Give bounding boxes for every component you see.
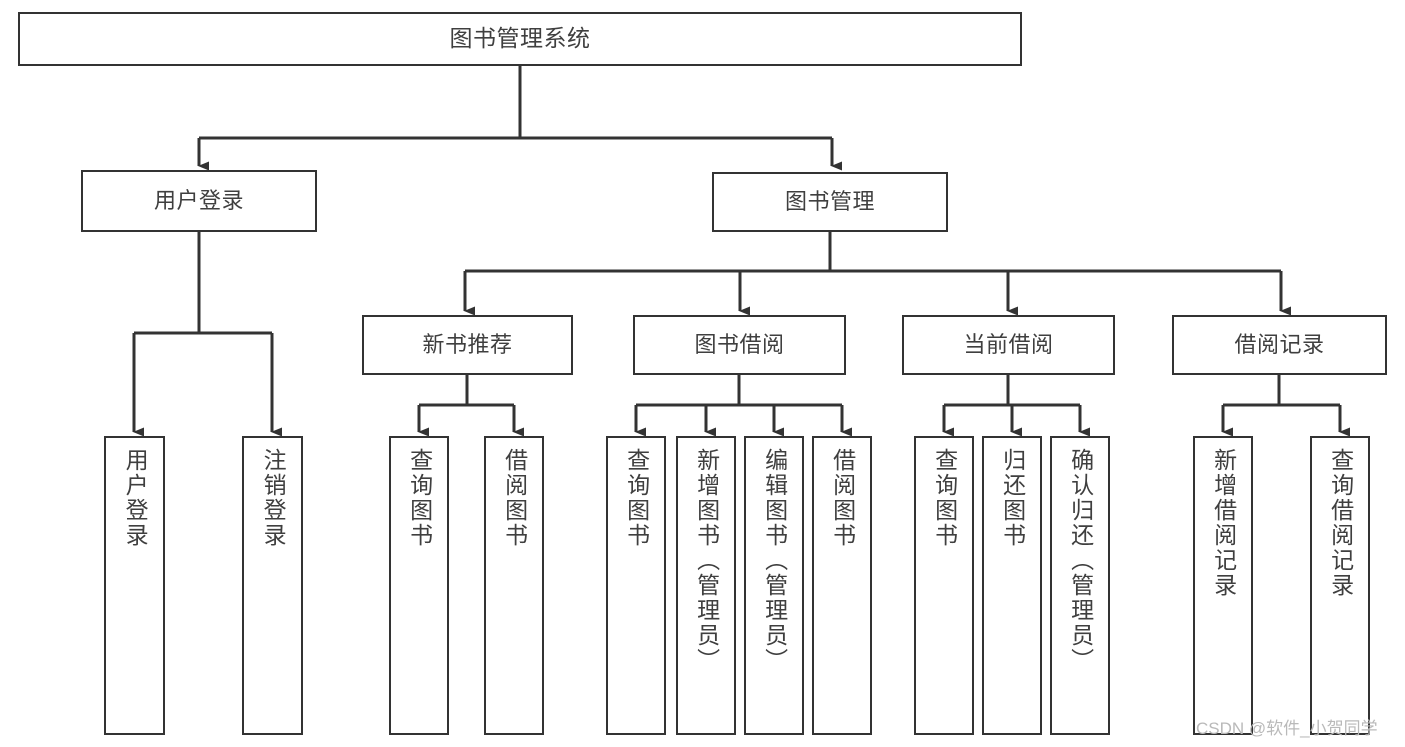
node-leaf-user-login[interactable]: 用户登录 bbox=[104, 436, 165, 735]
node-label: 新增借阅记录 bbox=[1210, 448, 1237, 598]
node-label: 查询图书 bbox=[623, 448, 650, 548]
node-book-borrow[interactable]: 图书借阅 bbox=[633, 315, 846, 375]
node-label: 当前借阅 bbox=[963, 332, 1054, 358]
node-leaf-query-book-current[interactable]: 查询图书 bbox=[914, 436, 974, 735]
node-leaf-confirm-return[interactable]: 确认归还（管理员） bbox=[1050, 436, 1110, 735]
node-leaf-query-book-borrow[interactable]: 查询图书 bbox=[606, 436, 666, 735]
node-label: 归还图书 bbox=[999, 448, 1026, 548]
node-user-login[interactable]: 用户登录 bbox=[81, 170, 317, 232]
node-label: 注销登录 bbox=[260, 448, 287, 548]
node-leaf-edit-book[interactable]: 编辑图书（管理员） bbox=[744, 436, 804, 735]
node-label: 用户登录 bbox=[153, 188, 244, 214]
node-label: 借阅图书 bbox=[829, 448, 856, 548]
node-leaf-query-book-recommend[interactable]: 查询图书 bbox=[389, 436, 449, 735]
node-label: 查询借阅记录 bbox=[1327, 448, 1354, 598]
node-leaf-borrow-book[interactable]: 借阅图书 bbox=[812, 436, 872, 735]
node-label: 编辑图书（管理员） bbox=[761, 448, 788, 673]
node-label: 图书管理系统 bbox=[449, 25, 591, 52]
watermark-text: CSDN @软件_小贺同学 bbox=[1196, 719, 1378, 738]
node-leaf-return-book[interactable]: 归还图书 bbox=[982, 436, 1042, 735]
node-leaf-add-borrow-record[interactable]: 新增借阅记录 bbox=[1193, 436, 1253, 735]
node-book-management[interactable]: 图书管理 bbox=[712, 172, 948, 232]
node-label: 借阅图书 bbox=[501, 448, 528, 548]
node-borrow-record[interactable]: 借阅记录 bbox=[1172, 315, 1387, 375]
node-leaf-borrow-book-recommend[interactable]: 借阅图书 bbox=[484, 436, 544, 735]
node-root-book-management-system[interactable]: 图书管理系统 bbox=[18, 12, 1022, 66]
node-leaf-user-logout[interactable]: 注销登录 bbox=[242, 436, 303, 735]
node-label: 查询图书 bbox=[931, 448, 958, 548]
node-label: 图书管理 bbox=[784, 189, 875, 215]
node-label: 查询图书 bbox=[406, 448, 433, 548]
node-label: 借阅记录 bbox=[1234, 332, 1325, 358]
node-current-borrow[interactable]: 当前借阅 bbox=[902, 315, 1115, 375]
node-label: 用户登录 bbox=[122, 448, 149, 548]
node-leaf-query-borrow-record[interactable]: 查询借阅记录 bbox=[1310, 436, 1370, 735]
node-label: 确认归还（管理员） bbox=[1067, 448, 1094, 673]
node-leaf-add-book[interactable]: 新增图书（管理员） bbox=[676, 436, 736, 735]
node-new-book-recommend[interactable]: 新书推荐 bbox=[362, 315, 573, 375]
node-label: 新增图书（管理员） bbox=[693, 448, 720, 673]
node-label: 新书推荐 bbox=[422, 332, 513, 358]
node-label: 图书借阅 bbox=[694, 332, 785, 358]
